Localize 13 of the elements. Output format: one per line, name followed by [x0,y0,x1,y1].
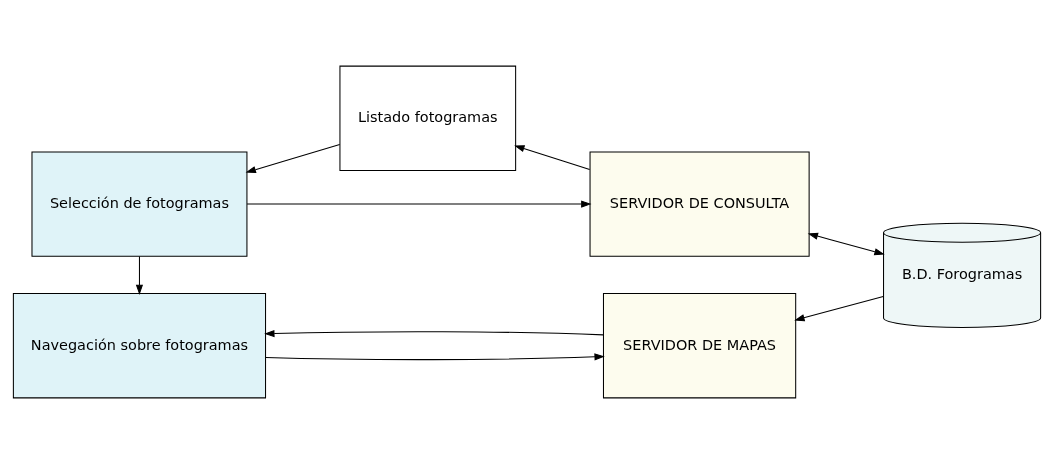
arrow [514,144,591,170]
node-box: SERVIDOR DE CONSULTA [589,150,810,257]
arrow [264,329,604,337]
node-box: Selección de fotogramas [31,150,248,257]
arrow [265,352,605,360]
node-box: Navegación sobre fotogramas [12,292,267,398]
arrow [246,199,592,208]
arrow [794,295,884,321]
arrow [807,232,885,255]
arrow [245,143,341,173]
node-box: Listado fotogramas [339,65,517,171]
node-box: SERVIDOR DE MAPAS [602,292,797,398]
arrow [135,255,144,295]
